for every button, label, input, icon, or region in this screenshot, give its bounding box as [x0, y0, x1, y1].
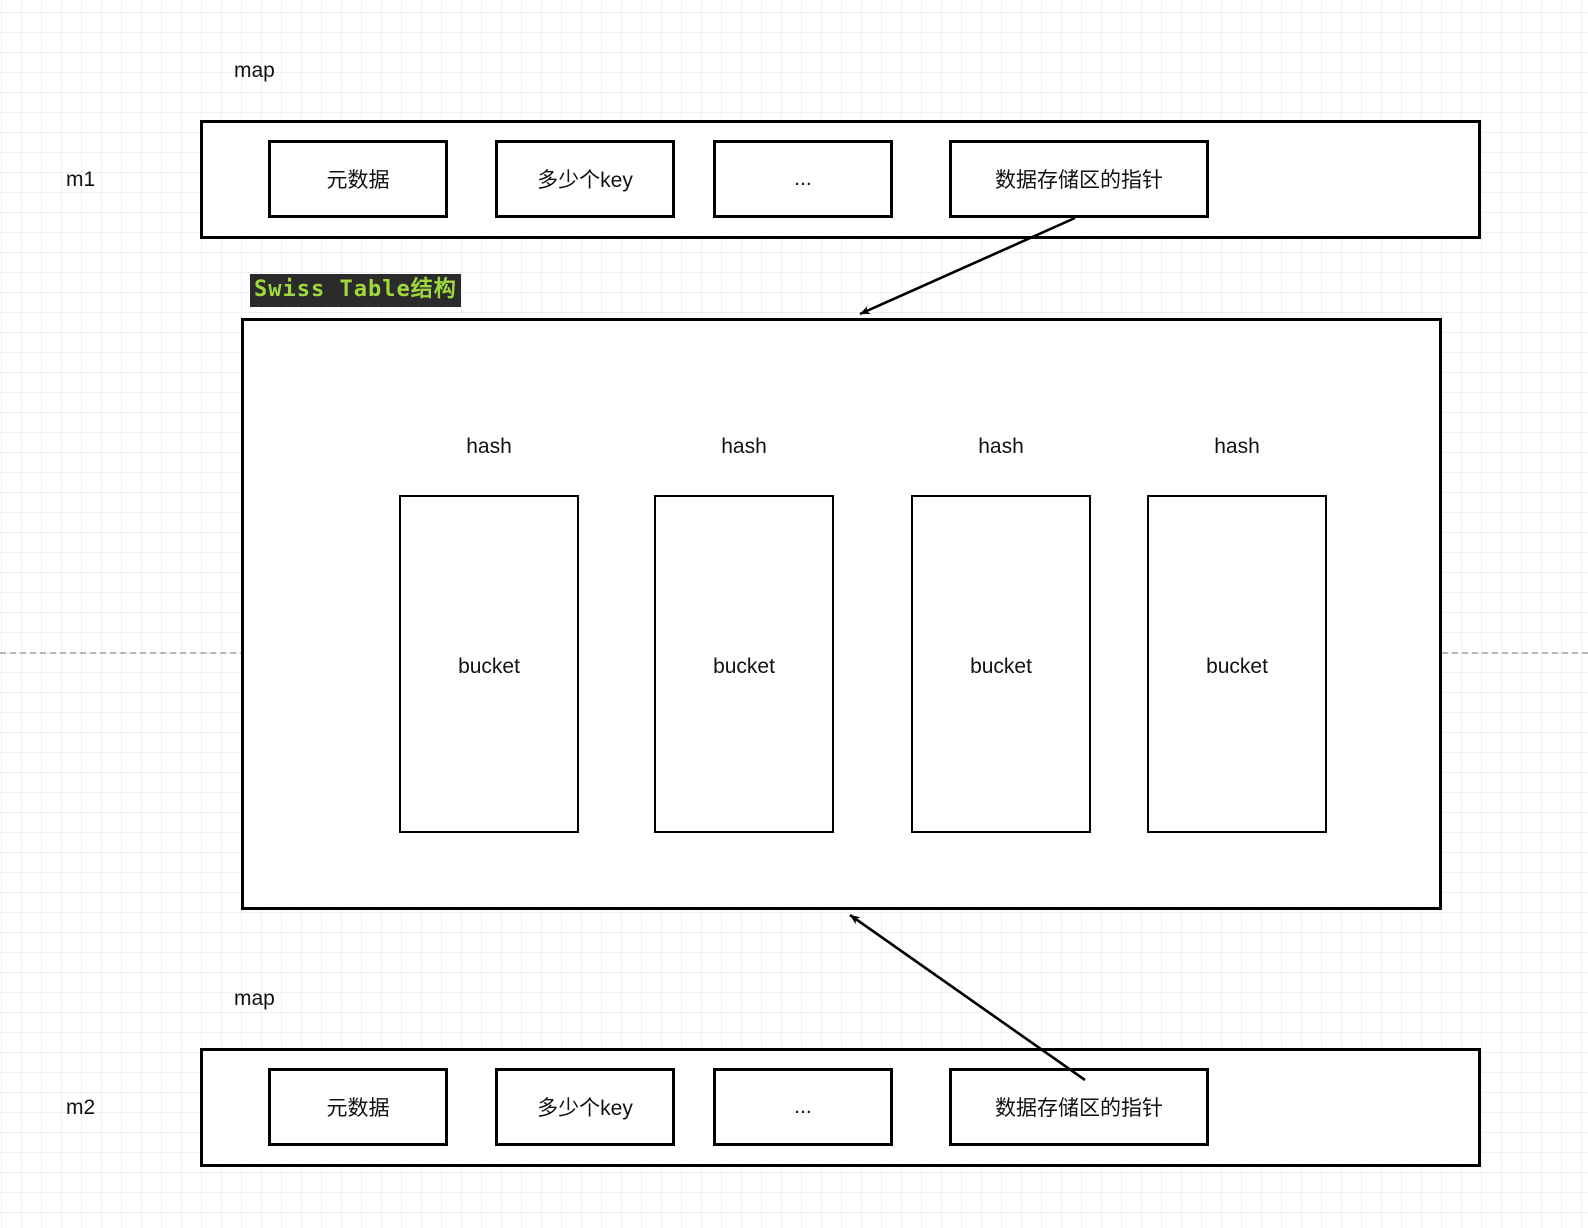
- bucket-label-4: bucket: [1206, 655, 1268, 678]
- map-field-ellipsis-m1: ...: [713, 140, 893, 218]
- bucket-label-1: bucket: [458, 655, 520, 678]
- map-var-label-m1: m1: [66, 168, 96, 191]
- map-type-label-m1: map: [234, 59, 275, 82]
- swiss-table-container: hash hash hash hash bucket bucket bucket…: [241, 318, 1442, 910]
- swiss-table-tag: Swiss Table结构: [250, 274, 461, 308]
- map-field-metadata-m1: 元数据: [268, 140, 448, 218]
- hash-label-2: hash: [721, 435, 767, 458]
- bucket-box-3: bucket: [911, 495, 1091, 833]
- map-field-ellipsis-m2: ...: [713, 1068, 893, 1146]
- map-type-label-m2: map: [234, 987, 275, 1010]
- bucket-box-1: bucket: [399, 495, 579, 833]
- bucket-label-3: bucket: [970, 655, 1032, 678]
- bucket-label-2: bucket: [713, 655, 775, 678]
- map-field-data-pointer-m1: 数据存储区的指针: [949, 140, 1209, 218]
- bucket-box-4: bucket: [1147, 495, 1327, 833]
- map-field-key-count-m1: 多少个key: [495, 140, 675, 218]
- map-field-key-count-m2: 多少个key: [495, 1068, 675, 1146]
- hash-label-4: hash: [1214, 435, 1260, 458]
- hash-label-3: hash: [978, 435, 1024, 458]
- map-field-data-pointer-m2: 数据存储区的指针: [949, 1068, 1209, 1146]
- hash-label-1: hash: [466, 435, 512, 458]
- map-struct-m2: 元数据 多少个key ... 数据存储区的指针: [200, 1048, 1481, 1167]
- map-var-label-m2: m2: [66, 1096, 96, 1119]
- map-struct-m1: 元数据 多少个key ... 数据存储区的指针: [200, 120, 1481, 239]
- map-field-metadata-m2: 元数据: [268, 1068, 448, 1146]
- bucket-box-2: bucket: [654, 495, 834, 833]
